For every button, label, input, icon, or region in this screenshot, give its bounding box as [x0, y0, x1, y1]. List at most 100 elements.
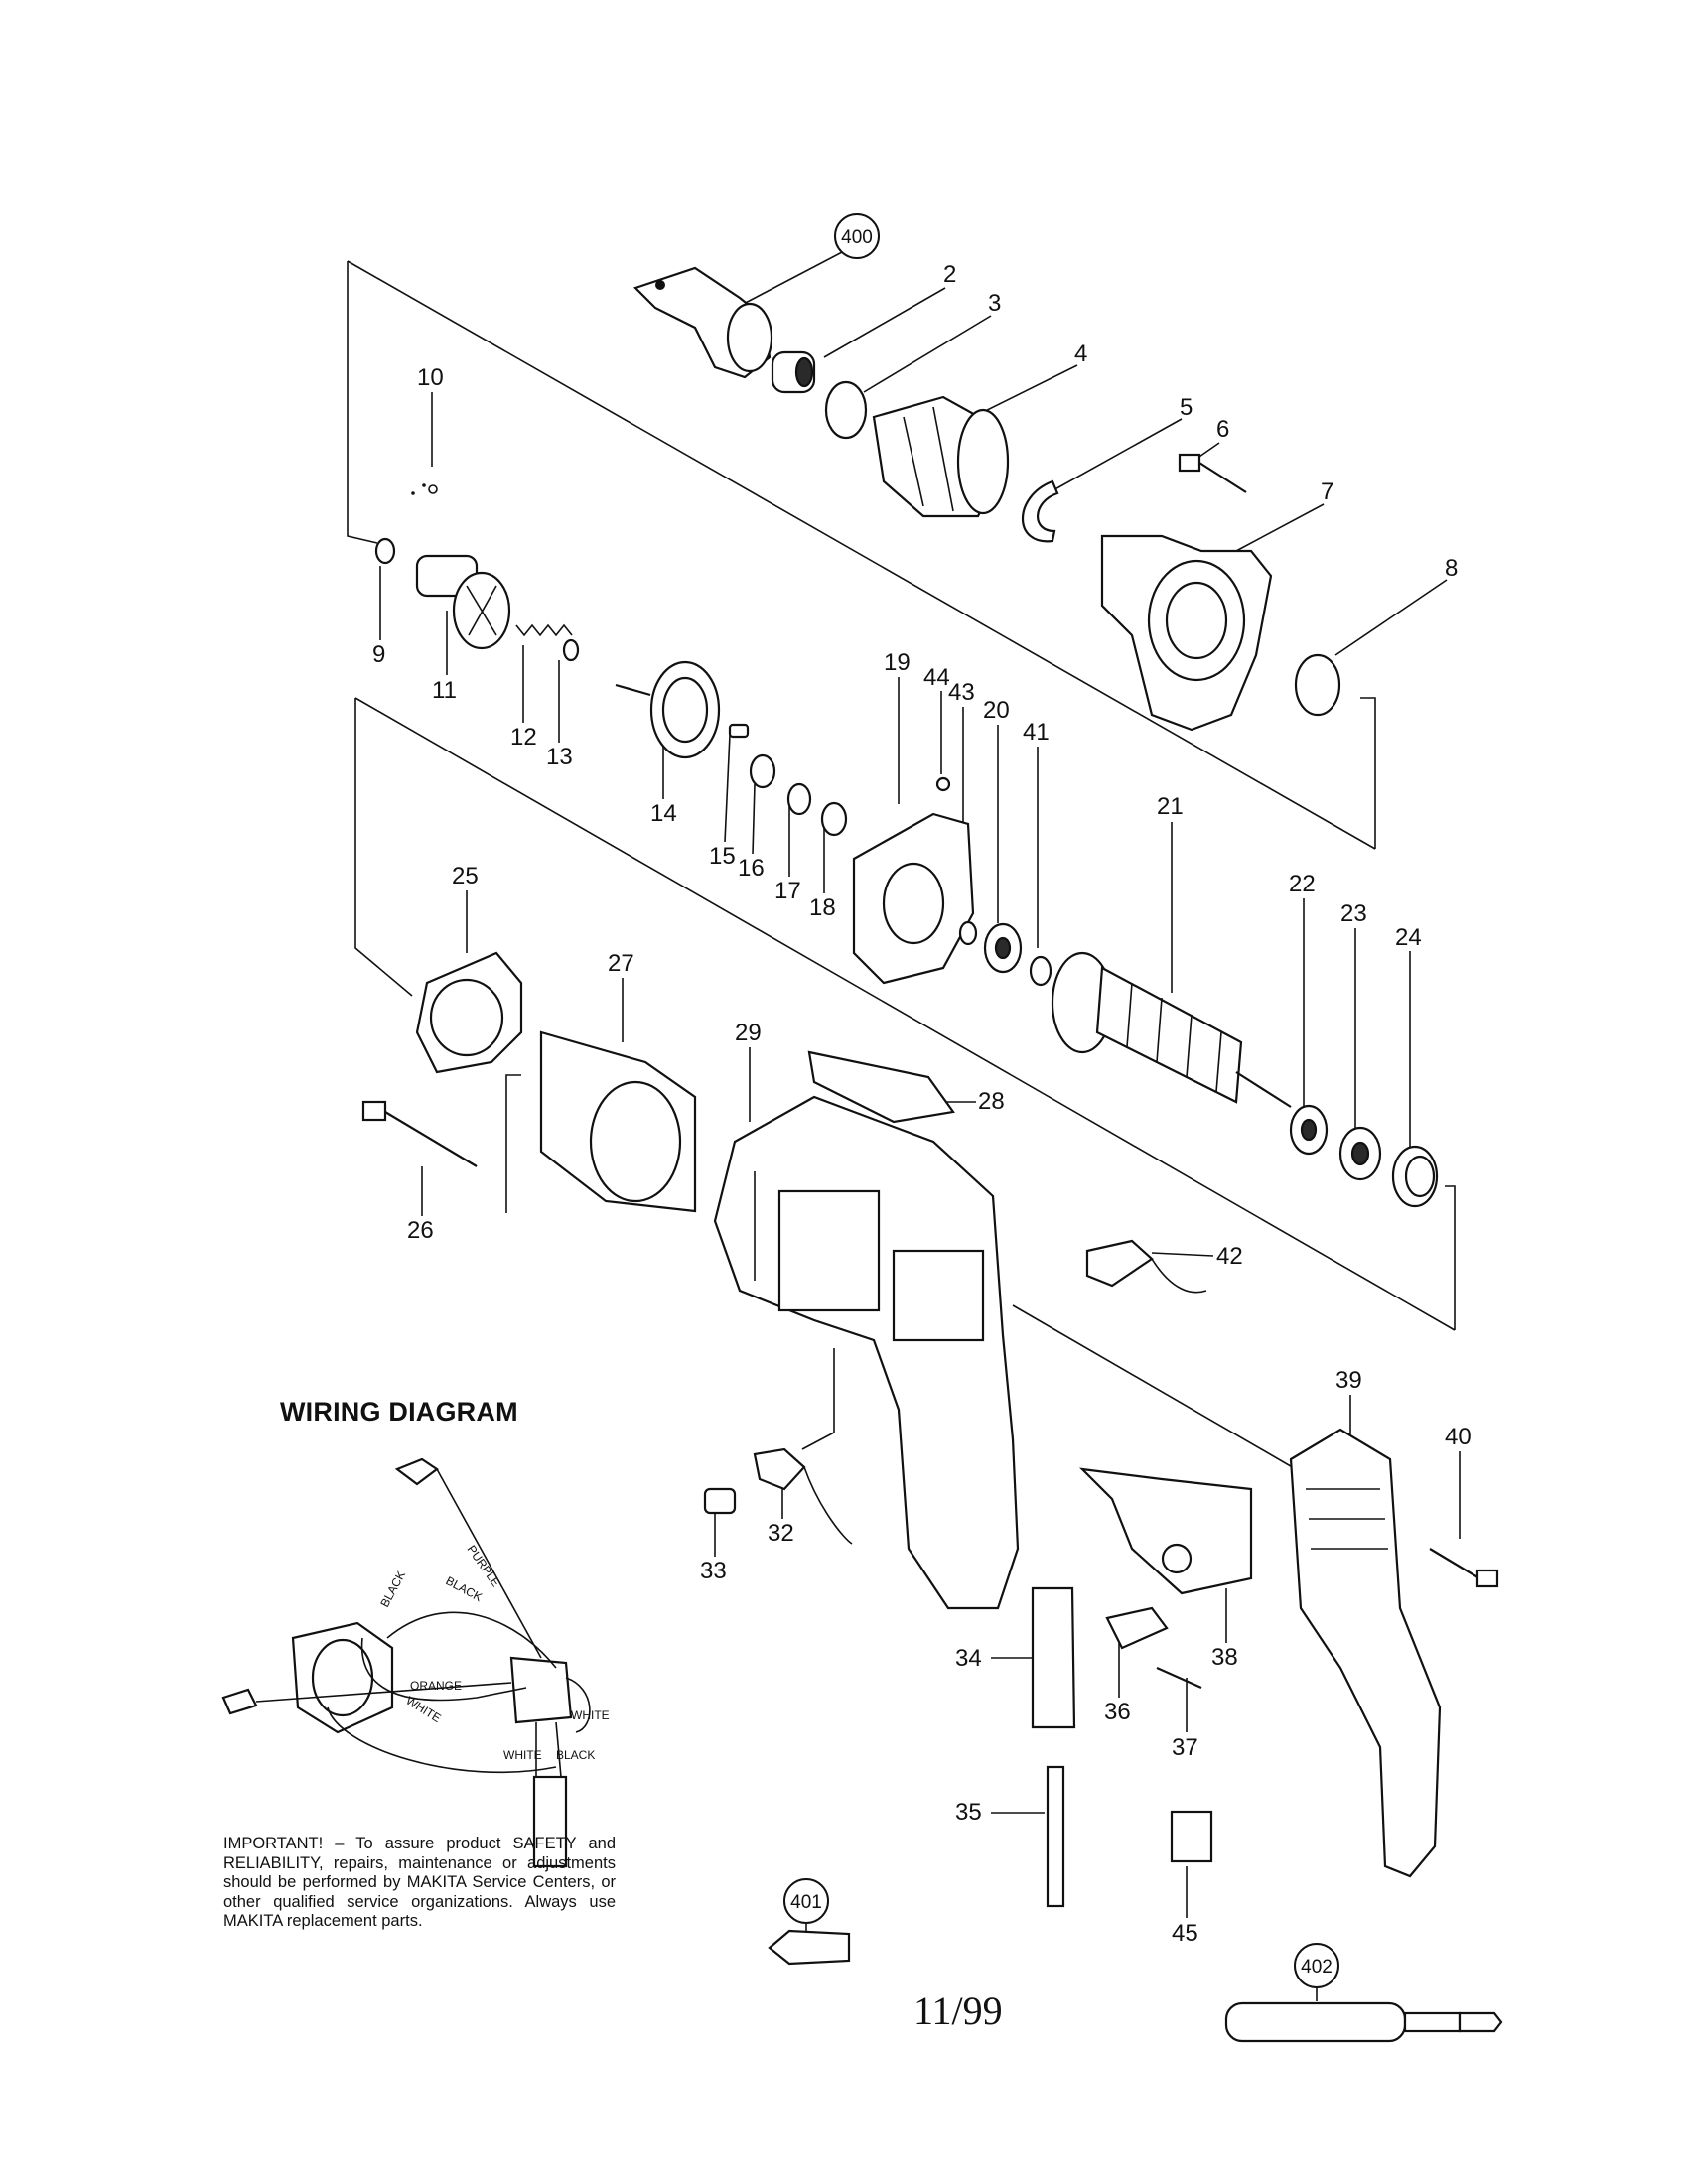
part-402-drawing [1224, 2001, 1503, 2043]
part-8-drawing [1294, 653, 1341, 717]
part-number-29: 29 [735, 1020, 762, 1046]
part-401-drawing [768, 1929, 851, 1966]
group-boundary-lines [347, 260, 1456, 1470]
circled-part-400[interactable]: 400 [739, 213, 880, 307]
part-4-drawing [872, 395, 1010, 518]
part-labels: 2 3 4 5 6 7 8 9 10 11 12 13 14 15 16 17 … [372, 261, 1472, 1947]
part-23-drawing [1338, 1126, 1382, 1181]
circled-part-400-label: 400 [841, 227, 873, 248]
part-13-drawing [562, 638, 580, 662]
part-number-14: 14 [650, 800, 677, 827]
part-number-23: 23 [1340, 900, 1367, 927]
circled-part-401-label: 401 [790, 1892, 822, 1913]
part-number-22: 22 [1289, 871, 1316, 897]
part-16-drawing [749, 753, 776, 789]
part-number-28: 28 [978, 1088, 1005, 1115]
part-34-drawing [1031, 1586, 1076, 1729]
part-10-drawing [411, 483, 438, 495]
wiring-brush-left [221, 1688, 258, 1715]
part-number-39: 39 [1335, 1367, 1362, 1394]
part-44-drawing [935, 776, 951, 792]
part-number-17: 17 [774, 878, 801, 904]
part-number-10: 10 [417, 364, 444, 391]
part-45-drawing [1170, 1810, 1213, 1863]
part-41-drawing [1029, 955, 1052, 987]
part-32-drawing [753, 1447, 853, 1545]
part-21-drawing [1051, 951, 1292, 1108]
part-28-drawing [807, 1050, 955, 1124]
part-number-2: 2 [943, 261, 956, 288]
part-number-12: 12 [510, 724, 537, 751]
part-number-16: 16 [738, 855, 765, 882]
important-notice: IMPORTANT! – To assure product SAFETY an… [223, 1835, 616, 1930]
part-29-drawing [713, 1095, 1020, 1610]
part-number-24: 24 [1395, 924, 1422, 951]
part-number-27: 27 [608, 950, 634, 977]
part-19-drawing [852, 812, 975, 985]
part-number-20: 20 [983, 697, 1010, 724]
wiring-switch [509, 1656, 573, 1724]
part-number-5: 5 [1180, 394, 1193, 421]
part-number-11: 11 [432, 677, 457, 704]
part-3-drawing [824, 380, 868, 440]
part-20-drawing [983, 922, 1023, 974]
part-39-drawing [1289, 1428, 1442, 1878]
part-number-43: 43 [948, 679, 975, 706]
part-24-drawing [1391, 1145, 1439, 1208]
part-number-7: 7 [1321, 478, 1333, 505]
part-40-drawing [1429, 1548, 1499, 1588]
part-27-drawing [539, 1030, 697, 1213]
part-37-drawing [1156, 1666, 1202, 1690]
part-number-42: 42 [1216, 1243, 1243, 1270]
part-number-9: 9 [372, 641, 385, 668]
part-35-drawing [1046, 1765, 1065, 1908]
part-number-26: 26 [407, 1217, 434, 1244]
part-number-40: 40 [1445, 1424, 1472, 1450]
part-number-18: 18 [809, 894, 836, 921]
part-number-44: 44 [923, 664, 950, 691]
date-code: 11/99 [913, 1988, 1003, 2033]
part-6-drawing [1178, 453, 1247, 493]
wire-label-white-1: WHITE [403, 1694, 443, 1725]
part-number-35: 35 [955, 1799, 982, 1826]
part-number-36: 36 [1104, 1699, 1131, 1725]
part-14-drawing [615, 660, 721, 759]
part-number-32: 32 [768, 1520, 794, 1547]
part-number-37: 37 [1172, 1734, 1198, 1761]
circled-part-402[interactable]: 402 [1294, 1943, 1339, 2001]
wire-label-white-3: WHITE [503, 1748, 542, 1762]
part-7-drawing [1100, 534, 1273, 732]
circled-part-401[interactable]: 401 [783, 1878, 829, 1934]
part-38-drawing [1078, 1467, 1253, 1595]
part-43-drawing [958, 920, 978, 946]
part-number-6: 6 [1216, 416, 1229, 443]
wire-label-orange: ORANGE [410, 1679, 462, 1693]
part-number-38: 38 [1211, 1644, 1238, 1671]
part-number-21: 21 [1157, 793, 1184, 820]
wire-label-white-2: WHITE [571, 1708, 610, 1722]
part-9-drawing [374, 537, 396, 565]
part-26-drawing [361, 1100, 478, 1167]
part-number-25: 25 [452, 863, 479, 889]
part-36-drawing [1105, 1606, 1169, 1650]
part-number-13: 13 [546, 744, 573, 770]
part-33-drawing [703, 1487, 737, 1515]
part-5-drawing [1021, 479, 1059, 543]
part-number-34: 34 [955, 1645, 982, 1672]
part-18-drawing [820, 801, 848, 837]
wire-label-purple: PURPLE [465, 1543, 503, 1589]
part-400-drawing [632, 266, 773, 379]
wiring-brush-top [394, 1457, 439, 1486]
part-number-41: 41 [1023, 719, 1050, 746]
part-17-drawing [786, 782, 812, 816]
part-15-drawing [728, 723, 750, 739]
wiring-diagram-title: WIRING DIAGRAM [280, 1397, 518, 1427]
part-42-drawing [1085, 1239, 1207, 1294]
circled-part-402-label: 402 [1301, 1957, 1333, 1978]
part-number-45: 45 [1172, 1920, 1198, 1947]
wire-label-black-1: BLACK [444, 1573, 485, 1604]
part-number-15: 15 [709, 843, 736, 870]
part-12-drawing [515, 623, 573, 637]
part-number-8: 8 [1445, 555, 1458, 582]
